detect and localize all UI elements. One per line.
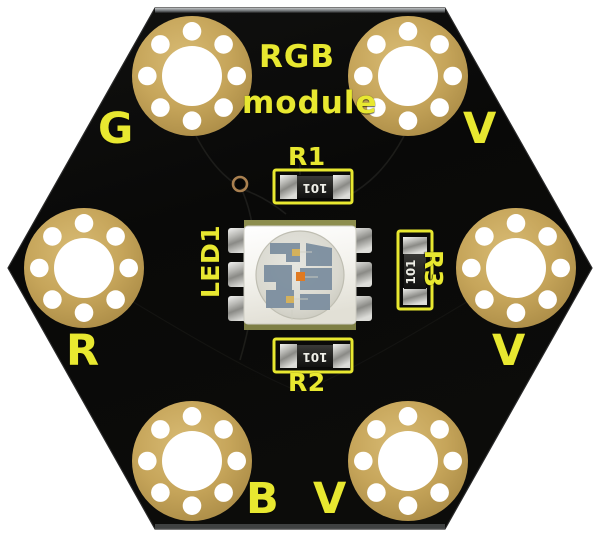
pad-satellite-hole [106, 290, 125, 309]
pad-satellite-hole [182, 111, 202, 130]
pad-satellite-hole [182, 496, 202, 515]
pad-satellite-hole [119, 258, 138, 278]
pad-satellite-hole [151, 35, 170, 54]
via-hole-inner [235, 179, 245, 189]
pad-satellite-hole [443, 66, 463, 86]
pad-satellite-hole [106, 227, 125, 246]
component-led1 [228, 220, 372, 330]
pad-satellite-hole [138, 66, 157, 86]
pad-satellite-hole [367, 483, 386, 502]
component-r2: 101 [272, 337, 354, 374]
pad-satellite-hole [214, 35, 233, 54]
pad-satellite-hole [30, 258, 49, 278]
pad-satellite-hole [506, 214, 526, 233]
pad-satellite-hole [475, 227, 494, 246]
component-r1: 101 [272, 168, 354, 205]
via-ring [231, 175, 249, 193]
pad-satellite-hole [430, 35, 449, 54]
pad-satellite-hole [151, 420, 170, 439]
pad-b[interactable] [132, 401, 252, 521]
board-title-line2: module [242, 85, 378, 121]
pad-center-hole [162, 431, 222, 491]
pad-center-hole [378, 431, 438, 491]
pad-satellite-hole [551, 258, 570, 278]
pad-v2[interactable] [456, 208, 576, 328]
pad-label-v1: V [463, 104, 497, 154]
pad-g[interactable] [132, 16, 252, 136]
pad-r[interactable] [24, 208, 144, 328]
pad-satellite-hole [430, 483, 449, 502]
pad-satellite-hole [182, 407, 202, 426]
pad-satellite-hole [443, 451, 463, 471]
pad-satellite-hole [398, 407, 418, 426]
pad-label-b: B [246, 474, 280, 524]
pad-satellite-hole [538, 290, 557, 309]
ref-label-r1: R1 [288, 142, 326, 171]
pad-label-r: R [66, 326, 100, 376]
board-title-line1: RGB [259, 39, 335, 75]
pad-satellite-hole [214, 98, 233, 117]
pad-satellite-hole [430, 420, 449, 439]
pad-satellite-hole [182, 22, 202, 41]
pad-satellite-hole [74, 214, 94, 233]
pad-satellite-hole [214, 420, 233, 439]
pad-layer [24, 16, 576, 521]
svg-text:101: 101 [404, 259, 418, 284]
pad-v3[interactable] [348, 401, 468, 521]
ref-label-led1: LED1 [196, 224, 225, 298]
pad-satellite-hole [138, 451, 157, 471]
pad-satellite-hole [74, 303, 94, 323]
pad-satellite-hole [462, 258, 481, 278]
pad-satellite-hole [398, 111, 418, 130]
pad-satellite-hole [354, 451, 373, 471]
pad-satellite-hole [506, 303, 526, 323]
via-hole [231, 175, 249, 193]
pad-satellite-hole [398, 496, 418, 515]
pad-satellite-hole [538, 227, 557, 246]
pad-label-v2: V [492, 326, 526, 376]
component-r3: 101 [396, 229, 434, 311]
ref-label-r3: R3 [419, 250, 448, 288]
pad-satellite-hole [367, 98, 386, 117]
pad-center-hole [378, 46, 438, 106]
pad-satellite-hole [43, 227, 62, 246]
pad-satellite-hole [475, 290, 494, 309]
pad-satellite-hole [151, 483, 170, 502]
pad-satellite-hole [43, 290, 62, 309]
pad-satellite-hole [354, 66, 373, 86]
pad-satellite-hole [430, 98, 449, 117]
pad-center-hole [162, 46, 222, 106]
pad-satellite-hole [367, 35, 386, 54]
pad-label-v3: V [313, 474, 347, 524]
pad-satellite-hole [367, 420, 386, 439]
ref-label-r2: R2 [288, 368, 326, 397]
svg-text:101: 101 [302, 350, 327, 364]
pad-satellite-hole [151, 98, 170, 117]
pad-satellite-hole [227, 66, 246, 86]
svg-text:101: 101 [302, 181, 327, 195]
pad-satellite-hole [214, 483, 233, 502]
pad-center-hole [54, 238, 114, 298]
pad-label-g: G [98, 104, 134, 154]
pad-v1[interactable] [348, 16, 468, 136]
pad-center-hole [486, 238, 546, 298]
pad-satellite-hole [398, 22, 418, 41]
pad-satellite-hole [227, 451, 246, 471]
